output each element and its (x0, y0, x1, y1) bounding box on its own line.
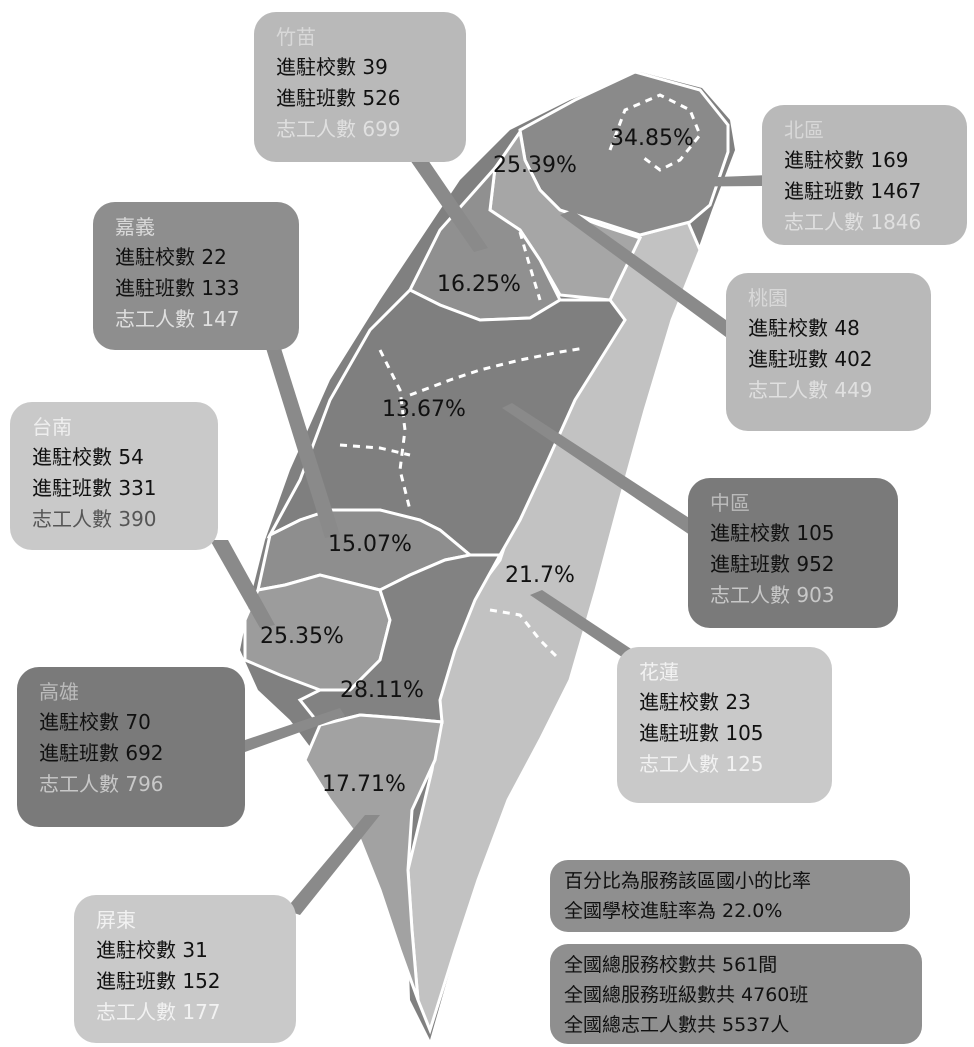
region-name: 中區 (710, 491, 750, 515)
region-box-zhongqu: 中區 進駐校數 105 進駐班數 952 志工人數 903 (688, 478, 898, 628)
region-box-tainan: 台南 進駐校數 54 進駐班數 331 志工人數 390 (10, 402, 218, 550)
total-classes: 全國總服務班級數共 4760班 (564, 984, 809, 1006)
region-box-kaohsiung: 高雄 進駐校數 70 進駐班數 692 志工人數 796 (17, 667, 245, 827)
region-name: 北區 (784, 118, 824, 142)
rate-pingtung: 17.71% (322, 772, 406, 797)
region-box-beiqu: 北區 進駐校數 169 進駐班數 1467 志工人數 1846 (762, 105, 967, 245)
note-line2: 全國學校進駐率為 22.0% (564, 900, 783, 922)
region-box-pingtung: 屏東 進駐校數 31 進駐班數 152 志工人數 177 (74, 895, 296, 1043)
region-name: 台南 (32, 415, 72, 439)
region-pingtung (303, 713, 444, 1001)
region-name: 花蓮 (639, 660, 679, 684)
note-totals: 全國總服務校數共 561間 全國總服務班級數共 4760班 全國總志工人數共 5… (550, 944, 922, 1044)
region-box-taoyuan: 桃園 進駐校數 48 進駐班數 402 志工人數 449 (726, 273, 931, 431)
dashed-boundaries (339, 93, 702, 662)
total-schools: 全國總服務校數共 561間 (564, 954, 778, 976)
rate-zhumiao: 16.25% (437, 272, 521, 297)
leader-lines (210, 160, 770, 915)
rate-zhongqu: 13.67% (382, 397, 466, 422)
region-name: 嘉義 (115, 215, 155, 239)
note-line1: 百分比為服務該區國小的比率 (564, 870, 812, 892)
region-name: 屏東 (96, 908, 136, 932)
rate-beiqu: 34.85% (610, 126, 694, 151)
total-volunteers: 全國總志工人數共 5537人 (564, 1014, 790, 1036)
rate-kaohsiung: 28.11% (340, 678, 424, 703)
rate-tainan: 25.35% (260, 624, 344, 649)
rate-hualien: 21.7% (505, 563, 575, 588)
note-rate-explanation: 百分比為服務該區國小的比率 全國學校進駐率為 22.0% (550, 860, 910, 932)
rate-taoyuan: 25.39% (493, 153, 577, 178)
region-name: 竹苗 (276, 25, 316, 49)
region-box-jiayi: 嘉義 進駐校數 22 進駐班數 133 志工人數 147 (93, 202, 299, 350)
rate-jiayi: 15.07% (328, 532, 412, 557)
region-name: 高雄 (39, 680, 79, 704)
region-name: 桃園 (748, 286, 788, 310)
region-box-zhumiao: 竹苗 進駐校數 39 進駐班數 526 志工人數 699 (254, 12, 466, 162)
region-box-hualien: 花蓮 進駐校數 23 進駐班數 105 志工人數 125 (617, 647, 832, 803)
